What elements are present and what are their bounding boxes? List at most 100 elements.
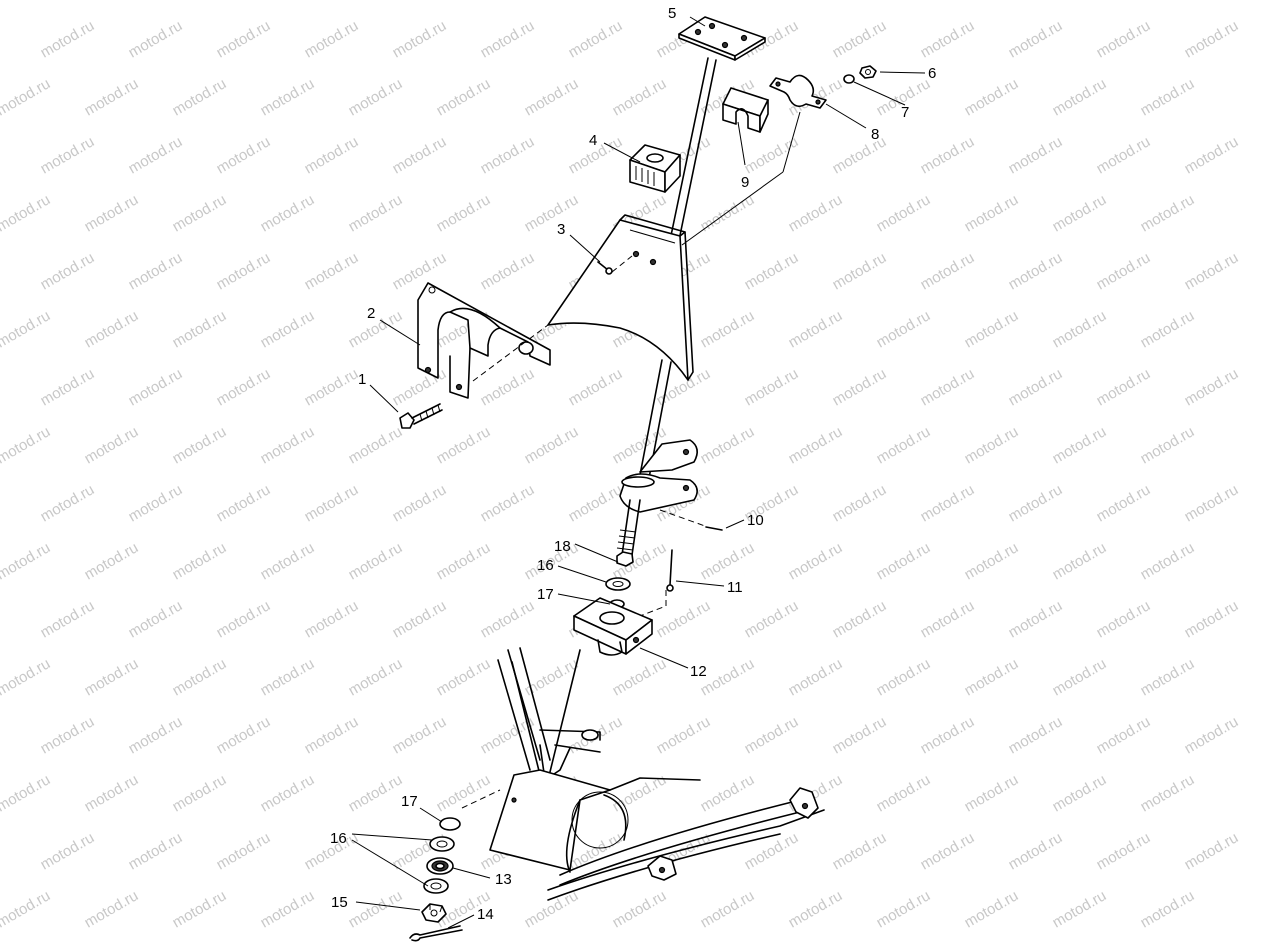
washer-part-7 xyxy=(843,74,855,84)
nut-part-6 xyxy=(859,65,877,79)
watermark-text: motod.ru xyxy=(1182,365,1242,409)
watermark-text: motod.ru xyxy=(786,887,846,931)
watermark-text: motod.ru xyxy=(0,771,53,815)
watermark-text: motod.ru xyxy=(0,191,53,235)
watermark-text: motod.ru xyxy=(610,75,670,119)
watermark-text: motod.ru xyxy=(390,133,450,177)
watermark-text: motod.ru xyxy=(566,17,626,61)
watermark-text: motod.ru xyxy=(1138,771,1198,815)
watermark-text: motod.ru xyxy=(1006,365,1066,409)
watermark-text: motod.ru xyxy=(170,75,230,119)
watermark-text: motod.ru xyxy=(346,539,406,583)
watermark-text: motod.ru xyxy=(874,771,934,815)
threaded-shaft-part xyxy=(616,499,641,567)
watermark-text: motod.ru xyxy=(346,191,406,235)
handlebar-plate-part xyxy=(678,16,766,61)
watermark-text: motod.ru xyxy=(1006,133,1066,177)
watermark-text: motod.ru xyxy=(0,307,53,351)
callout-5: 5 xyxy=(668,5,676,22)
watermark-text: motod.ru xyxy=(434,655,494,699)
watermark-text: motod.ru xyxy=(786,539,846,583)
washer-part-16-lower-a xyxy=(429,836,455,852)
watermark-text: motod.ru xyxy=(1138,191,1198,235)
watermark-text: motod.ru xyxy=(1050,771,1110,815)
watermark-text: motod.ru xyxy=(1182,713,1242,757)
watermark-text: motod.ru xyxy=(1138,307,1198,351)
watermark-text: motod.ru xyxy=(38,481,98,525)
watermark-text: motod.ru xyxy=(170,887,230,931)
watermark-text: motod.ru xyxy=(38,133,98,177)
watermark-text: motod.ru xyxy=(258,655,318,699)
watermark-text: motod.ru xyxy=(830,829,890,873)
watermark-text: motod.ru xyxy=(1094,365,1154,409)
watermark-text: motod.ru xyxy=(1006,713,1066,757)
watermark-text: motod.ru xyxy=(478,597,538,641)
watermark-text: motod.ru xyxy=(830,249,890,293)
watermark-text: motod.ru xyxy=(1050,191,1110,235)
watermark-text: motod.ru xyxy=(302,17,362,61)
watermark-text: motod.ru xyxy=(258,75,318,119)
watermark-text: motod.ru xyxy=(1138,655,1198,699)
watermark-text: motod.ru xyxy=(434,539,494,583)
callout-14: 14 xyxy=(477,906,494,923)
watermark-text: motod.ru xyxy=(346,887,406,931)
watermark-text: motod.ru xyxy=(346,75,406,119)
saddle-clamp-part xyxy=(722,87,769,133)
watermark-text: motod.ru xyxy=(742,597,802,641)
watermark-text: motod.ru xyxy=(38,829,98,873)
watermark-text: motod.ru xyxy=(874,887,934,931)
watermark-text: motod.ru xyxy=(170,423,230,467)
watermark-text: motod.ru xyxy=(82,771,142,815)
callout-6: 6 xyxy=(928,65,936,82)
watermark-text: motod.ru xyxy=(214,829,274,873)
watermark-text: motod.ru xyxy=(1050,887,1110,931)
watermark-text: motod.ru xyxy=(214,365,274,409)
bearing-part-13 xyxy=(426,857,454,875)
watermark-text: motod.ru xyxy=(1138,75,1198,119)
watermark-text: motod.ru xyxy=(126,249,186,293)
ring-part-17-lower xyxy=(439,817,461,831)
watermark-text: motod.ru xyxy=(522,75,582,119)
watermark-text: motod.ru xyxy=(874,191,934,235)
watermark-text: motod.ru xyxy=(698,307,758,351)
watermark-text: motod.ru xyxy=(918,597,978,641)
watermark-text: motod.ru xyxy=(82,539,142,583)
callout-11: 11 xyxy=(727,579,743,596)
watermark-text: motod.ru xyxy=(918,713,978,757)
watermark-text: motod.ru xyxy=(742,713,802,757)
watermark-text: motod.ru xyxy=(1050,423,1110,467)
pin-part-10 xyxy=(705,526,723,531)
watermark-text: motod.ru xyxy=(1006,17,1066,61)
watermark-text: motod.ru xyxy=(522,423,582,467)
watermark-text: motod.ru xyxy=(82,307,142,351)
watermark-text: motod.ru xyxy=(918,365,978,409)
watermark-text: motod.ru xyxy=(258,771,318,815)
watermark-text: motod.ru xyxy=(434,771,494,815)
watermark-text: motod.ru xyxy=(302,365,362,409)
watermark-text: motod.ru xyxy=(214,133,274,177)
watermark-text: motod.ru xyxy=(1050,307,1110,351)
watermark-text: motod.ru xyxy=(918,481,978,525)
watermark-text: motod.ru xyxy=(1006,249,1066,293)
watermark-text: motod.ru xyxy=(830,133,890,177)
steering-bracket-part xyxy=(417,282,551,399)
watermark-text: motod.ru xyxy=(566,365,626,409)
watermark-text: motod.ru xyxy=(38,17,98,61)
watermark-text: motod.ru xyxy=(918,249,978,293)
watermark-text: motod.ru xyxy=(1182,597,1242,641)
watermark-text: motod.ru xyxy=(962,771,1022,815)
callout-16-lower: 16 xyxy=(330,830,347,847)
watermark-text: motod.ru xyxy=(170,655,230,699)
callout-7: 7 xyxy=(901,104,909,121)
screw-part-3 xyxy=(597,261,613,275)
watermark-text: motod.ru xyxy=(698,887,758,931)
watermark-text: motod.ru xyxy=(1094,17,1154,61)
front-axle-part xyxy=(547,787,825,901)
watermark-text: motod.ru xyxy=(214,249,274,293)
watermark-text: motod.ru xyxy=(874,307,934,351)
watermark-text: motod.ru xyxy=(302,249,362,293)
callout-1: 1 xyxy=(358,371,366,388)
watermark-text: motod.ru xyxy=(126,133,186,177)
callout-4: 4 xyxy=(589,132,597,149)
